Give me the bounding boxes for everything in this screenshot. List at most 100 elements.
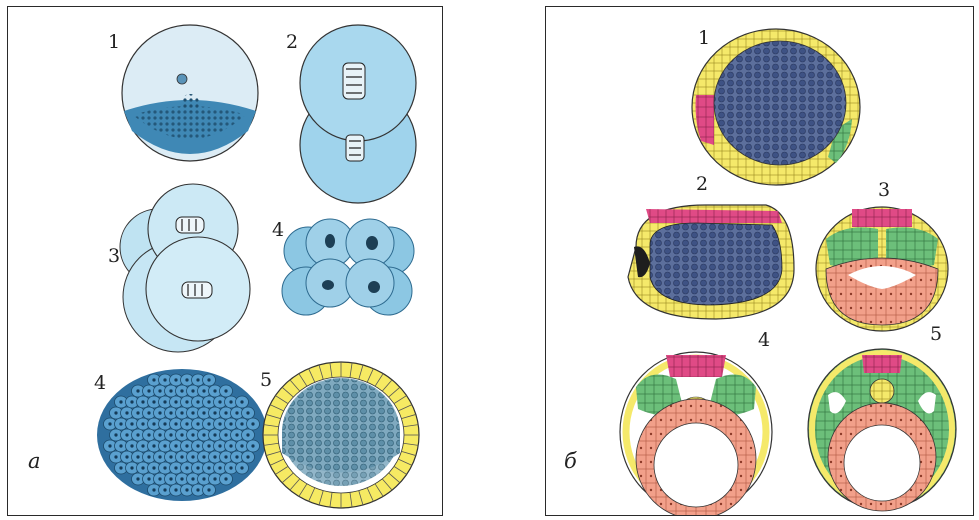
- morula-cell-nucleus: [219, 401, 222, 404]
- morula-cell-nucleus: [214, 478, 217, 481]
- morula-cell-nucleus: [175, 489, 178, 492]
- morula-cell-nucleus: [109, 445, 112, 448]
- morula-cell-nucleus: [159, 478, 162, 481]
- morula-cell-nucleus: [175, 467, 178, 470]
- panel-letter-b: б: [564, 449, 577, 473]
- morula-cell-nucleus: [164, 401, 167, 404]
- stage-label-3: 3: [878, 179, 890, 201]
- morula-cell-nucleus: [164, 423, 167, 426]
- morula-cell-nucleus: [153, 467, 156, 470]
- morula-cell-nucleus: [181, 412, 184, 415]
- morula-cell-nucleus: [252, 445, 255, 448]
- morula-cell-nucleus: [109, 423, 112, 426]
- morula-cell-nucleus: [115, 456, 118, 459]
- morula-cell-nucleus: [153, 489, 156, 492]
- late-neurula-figure-5: [808, 349, 956, 511]
- morula-figure: [97, 369, 267, 501]
- morula-cell-nucleus: [214, 390, 217, 393]
- late-neurula-figure-4: [620, 352, 772, 515]
- stage-label-1: 1: [108, 31, 120, 53]
- morula-cell-nucleus: [120, 401, 123, 404]
- morula-cell-nucleus: [241, 423, 244, 426]
- morula-cell-nucleus: [153, 445, 156, 448]
- two-cell-figure: [300, 25, 416, 203]
- morula-cell-nucleus: [197, 467, 200, 470]
- morula-cell-nucleus: [120, 467, 123, 470]
- stage-label-5: 5: [930, 323, 942, 345]
- morula-cell-nucleus: [159, 434, 162, 437]
- morula-cell-nucleus: [247, 456, 250, 459]
- morula-cell-nucleus: [214, 412, 217, 415]
- morula-cell-nucleus: [197, 401, 200, 404]
- morula-cell-nucleus: [186, 467, 189, 470]
- morula-cell-nucleus: [241, 445, 244, 448]
- morula-cell-nucleus: [131, 423, 134, 426]
- morula-cell-nucleus: [247, 434, 250, 437]
- morula-cell-nucleus: [126, 434, 129, 437]
- morula-cell-nucleus: [236, 434, 239, 437]
- morula-cell-nucleus: [225, 478, 228, 481]
- panel-a-drawing: [8, 7, 442, 515]
- blastula-figure: [263, 362, 419, 508]
- panel-b-drawing: [546, 7, 973, 515]
- morula-cell-nucleus: [175, 401, 178, 404]
- morula-cell-nucleus: [175, 423, 178, 426]
- morula-cell-nucleus: [137, 434, 140, 437]
- morula-cell-nucleus: [208, 445, 211, 448]
- morula-cell-nucleus: [225, 456, 228, 459]
- morula-cell-nucleus: [197, 489, 200, 492]
- stage-label-2: 2: [286, 31, 298, 53]
- morula-cell-nucleus: [219, 423, 222, 426]
- four-cell-lateral-figure: [120, 184, 250, 352]
- morula-cell-nucleus: [131, 401, 134, 404]
- stage-label-4-lower: 4: [94, 372, 106, 394]
- morula-cell-nucleus: [164, 489, 167, 492]
- morula-cell-nucleus: [225, 434, 228, 437]
- morula-cell-nucleus: [159, 412, 162, 415]
- morula-cell-nucleus: [208, 401, 211, 404]
- morula-cell-nucleus: [164, 467, 167, 470]
- morula-cell-nucleus: [192, 434, 195, 437]
- stage-label-2: 2: [696, 173, 708, 195]
- morula-cell-nucleus: [197, 423, 200, 426]
- morula-cell-nucleus: [131, 445, 134, 448]
- morula-cell-nucleus: [236, 412, 239, 415]
- morula-cell-nucleus: [225, 412, 228, 415]
- morula-cell-nucleus: [197, 379, 200, 382]
- morula-cell-nucleus: [208, 467, 211, 470]
- morula-cell-nucleus: [186, 401, 189, 404]
- stage-label-3: 3: [108, 245, 120, 267]
- morula-cell-nucleus: [142, 401, 145, 404]
- stage-label-4-upper: 4: [272, 219, 284, 241]
- morula-cell-nucleus: [148, 434, 151, 437]
- zygote-figure: [122, 25, 258, 161]
- morula-cell-nucleus: [148, 456, 151, 459]
- morula-cell-nucleus: [203, 456, 206, 459]
- morula-cell-nucleus: [247, 412, 250, 415]
- morula-cell-nucleus: [175, 445, 178, 448]
- morula-cell-nucleus: [208, 423, 211, 426]
- panel-letter-a: а: [28, 449, 41, 473]
- stage-label-5: 5: [260, 369, 272, 391]
- morula-cell-nucleus: [142, 423, 145, 426]
- morula-cell-nucleus: [192, 456, 195, 459]
- morula-cell-nucleus: [137, 412, 140, 415]
- morula-cell-nucleus: [252, 423, 255, 426]
- morula-cell-nucleus: [148, 478, 151, 481]
- morula-cell-nucleus: [203, 390, 206, 393]
- neurula-cross-section-figure: [816, 207, 948, 331]
- morula-cell-nucleus: [137, 390, 140, 393]
- morula-cell-nucleus: [164, 445, 167, 448]
- morula-cell-nucleus: [170, 478, 173, 481]
- morula-cell-nucleus: [241, 401, 244, 404]
- morula-cell-nucleus: [192, 412, 195, 415]
- stage-label-4: 4: [758, 329, 770, 351]
- morula-cell-nucleus: [208, 379, 211, 382]
- morula-cell-nucleus: [170, 390, 173, 393]
- panel-b: 1 2 3 4 5 б: [545, 6, 974, 516]
- morula-cell-nucleus: [241, 467, 244, 470]
- morula-cell-nucleus: [175, 379, 178, 382]
- morula-cell-nucleus: [186, 379, 189, 382]
- morula-cell-nucleus: [181, 478, 184, 481]
- morula-cell-nucleus: [186, 423, 189, 426]
